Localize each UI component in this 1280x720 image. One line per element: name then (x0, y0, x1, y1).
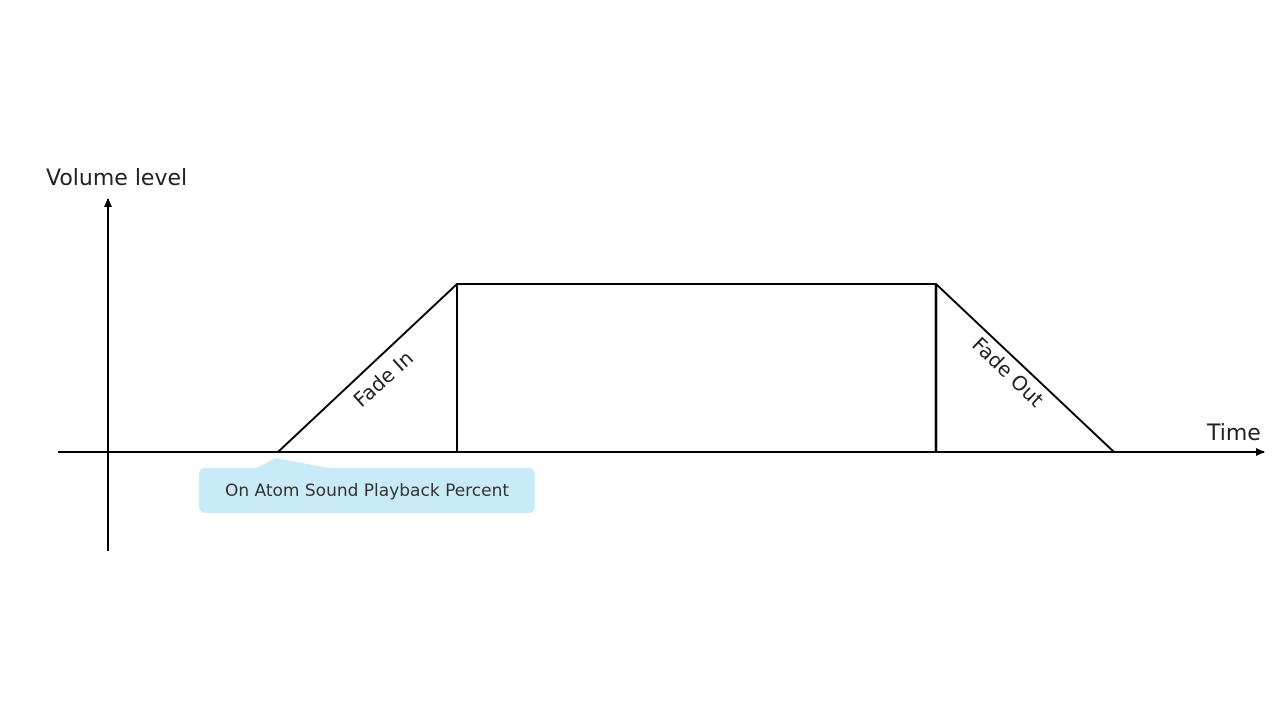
fade-in-label: Fade In (349, 346, 418, 412)
callout-pointer (254, 458, 334, 469)
callout-box (199, 468, 535, 513)
fade-out-label: Fade Out (967, 332, 1048, 412)
callout: On Atom Sound Playback Percent (199, 458, 535, 513)
y-axis-label: Volume level (46, 166, 187, 191)
x-axis-label: Time (1206, 421, 1261, 446)
volume-envelope (277, 283, 1115, 453)
callout-text: On Atom Sound Playback Percent (225, 481, 509, 501)
